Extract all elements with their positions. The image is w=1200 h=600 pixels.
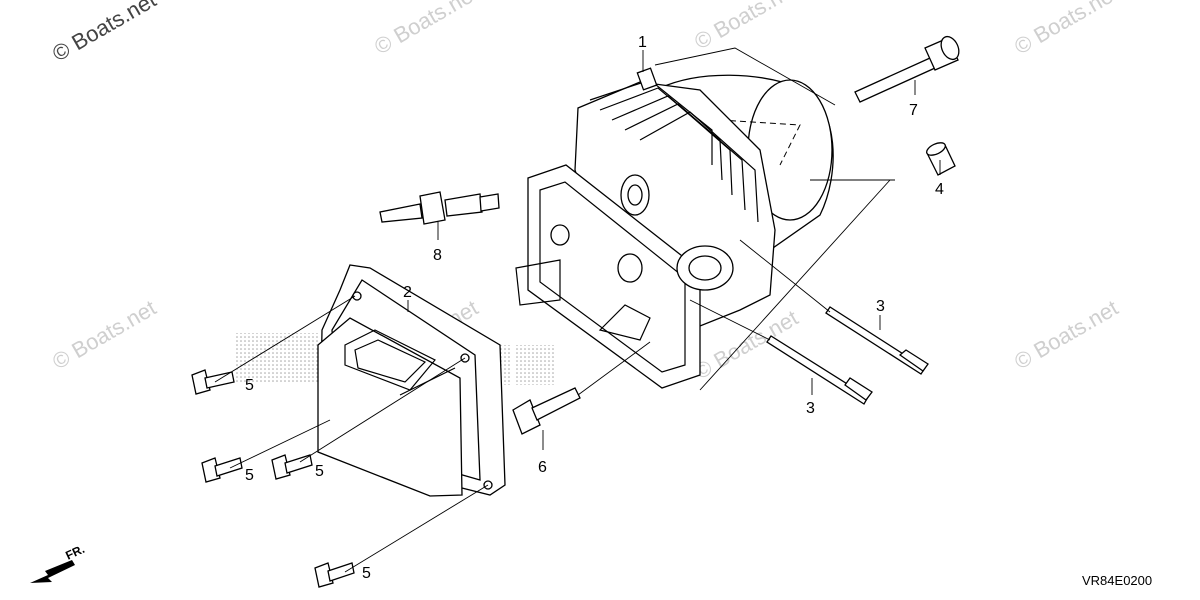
callout-5: 5 (245, 377, 254, 394)
callout-8: 8 (433, 247, 442, 264)
callout-3: 3 (876, 298, 885, 315)
callout-2: 2 (403, 284, 412, 301)
head-bolt-icon (512, 387, 581, 435)
callout-5: 5 (245, 467, 254, 484)
watermark: © Boats.net (48, 0, 160, 66)
long-bolt-icon (854, 35, 960, 103)
callout-1: 1 (638, 34, 647, 51)
callout-6: 6 (538, 459, 547, 476)
dowel-pin-icon (926, 142, 956, 176)
front-direction-indicator: FR. (30, 542, 87, 583)
callout-5: 5 (315, 463, 324, 480)
cylinder-head-icon (515, 47, 895, 389)
watermark: © Boats.net (370, 0, 482, 59)
flange-bolt-icon (191, 369, 355, 588)
watermark: © Boats.net (690, 0, 802, 54)
head-cover-icon (317, 264, 506, 497)
watermark: © Boats.net (1010, 0, 1122, 59)
front-label: FR. (63, 542, 86, 563)
leader-lines (214, 50, 941, 573)
diagram-code: VR84E0200 (1082, 573, 1152, 588)
watermark: © Boats.net (1010, 295, 1122, 374)
front-arrow-icon (30, 560, 75, 583)
callout-5: 5 (362, 565, 371, 582)
callout-layer: 1 2 3 3 4 5 5 5 5 6 7 8 (245, 34, 944, 582)
watermark: © Boats.net (48, 295, 160, 374)
callout-7: 7 (909, 102, 918, 119)
callout-3: 3 (806, 400, 815, 417)
stud-bolt-icon (766, 306, 929, 405)
spark-plug-icon (379, 191, 500, 225)
callout-4: 4 (935, 181, 944, 198)
